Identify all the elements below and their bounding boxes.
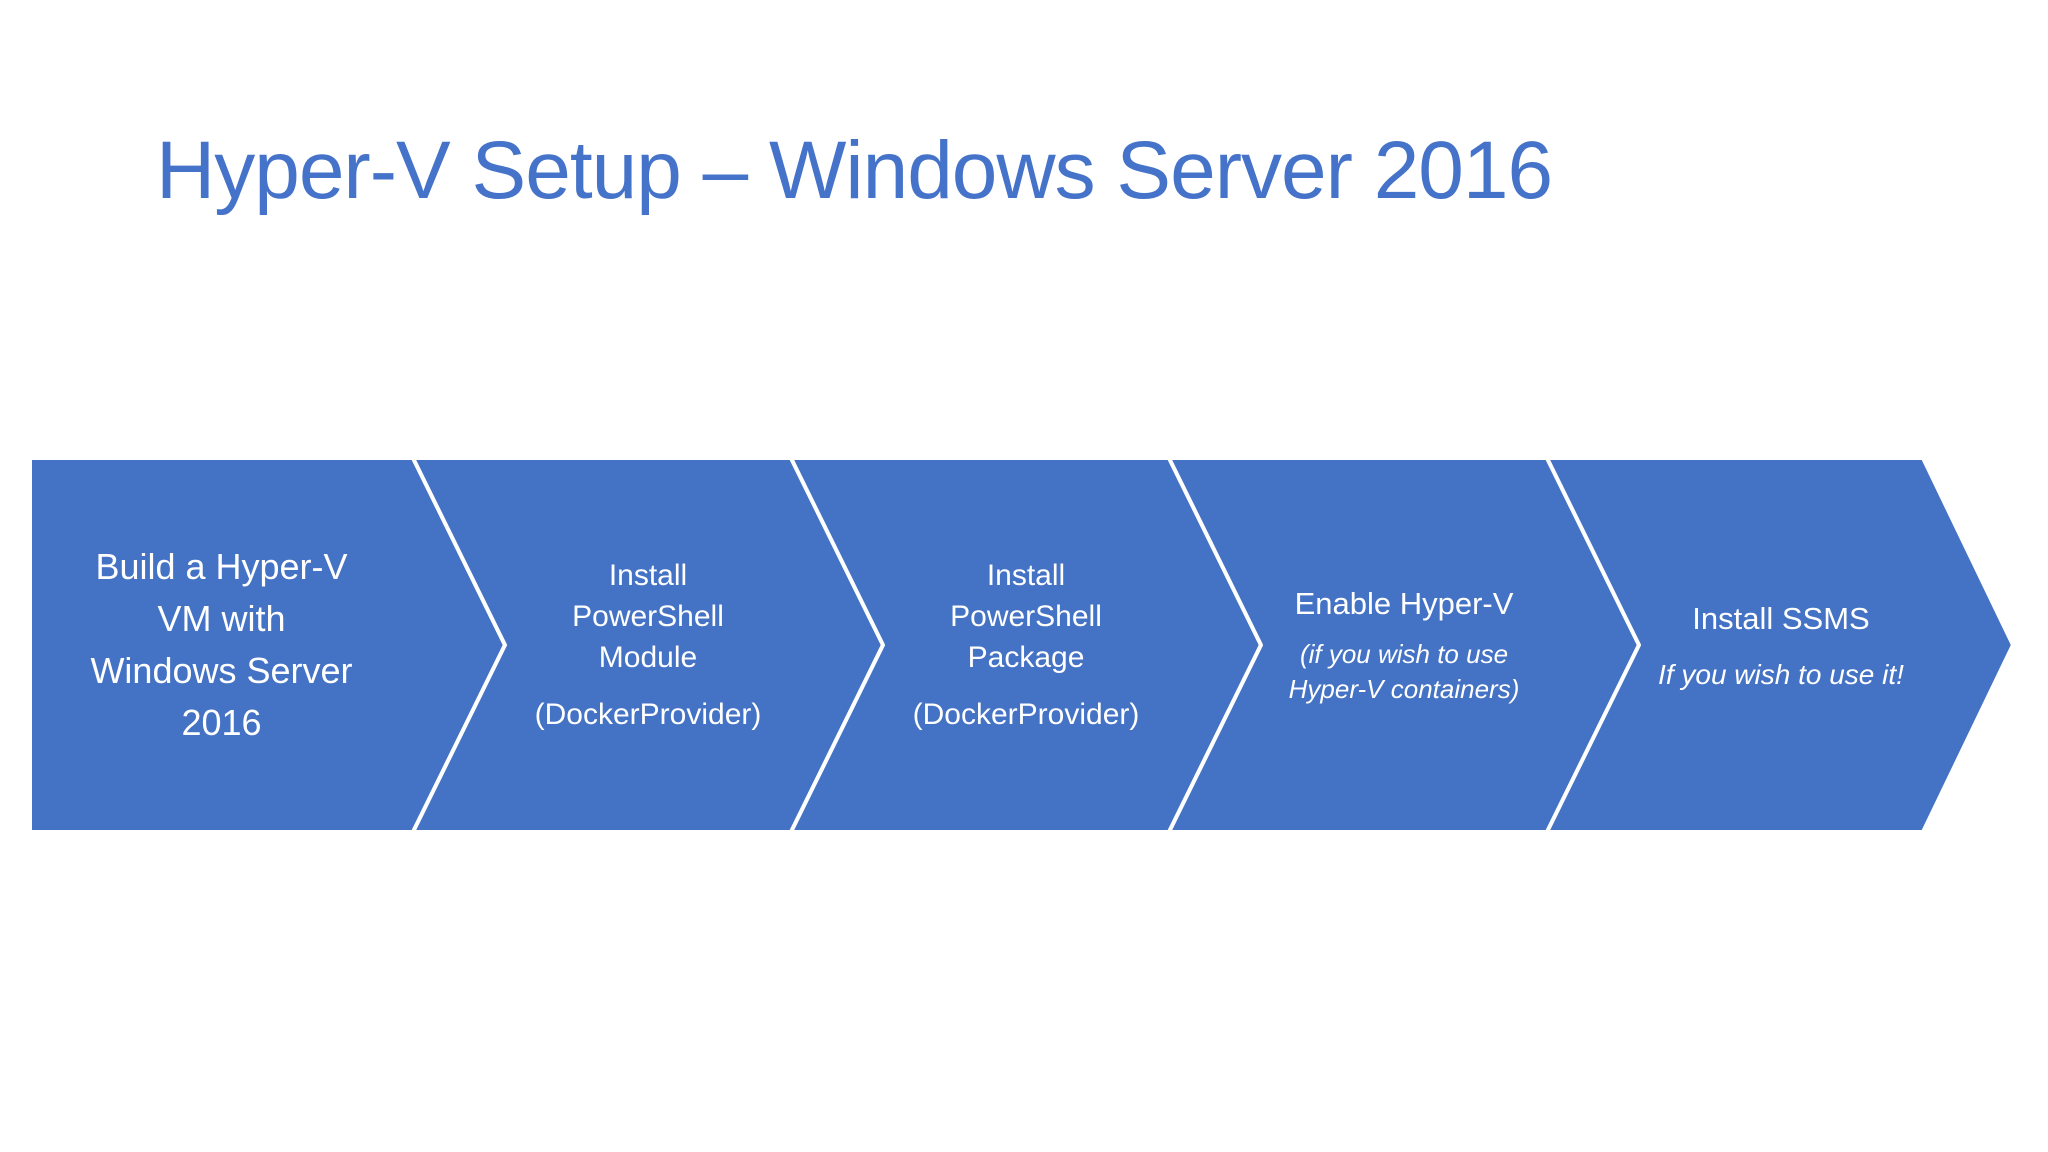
step-1-text-block: Build a Hyper-V VM with Windows Server 2… xyxy=(90,541,352,749)
step-5-note: If you wish to use it! xyxy=(1658,658,1904,690)
step-1-line-2: VM with xyxy=(157,598,286,639)
step-3-label: Install PowerShell Package (DockerProvid… xyxy=(883,458,1169,832)
step-3-heading: Install PowerShell Package xyxy=(950,555,1102,678)
step-3-heading-line-2: PowerShell xyxy=(950,600,1102,633)
chevron-step-5-shape xyxy=(1545,456,2015,834)
slide-title: Hyper-V Setup – Windows Server 2016 xyxy=(156,125,1553,216)
step-4-heading: Enable Hyper-V xyxy=(1294,585,1514,621)
step-2-label: Install PowerShell Module (DockerProvide… xyxy=(505,458,791,832)
step-1-label: Build a Hyper-V VM with Windows Server 2… xyxy=(30,458,413,832)
step-2-heading: Install PowerShell Module xyxy=(572,555,724,678)
step-3-heading-line-1: Install xyxy=(986,559,1066,592)
step-1-line-3: Windows Server xyxy=(90,650,353,691)
step-3-subheading: (DockerProvider) xyxy=(912,698,1140,731)
step-2-heading-line-1: Install xyxy=(608,559,688,592)
step-4-note-line-2: Hyper-V containers) xyxy=(1288,673,1520,704)
step-4-note: (if you wish to use Hyper-V containers) xyxy=(1289,637,1520,707)
step-4-note-line-1: (if you wish to use xyxy=(1299,638,1509,669)
step-2-heading-line-2: PowerShell xyxy=(572,600,724,633)
step-5-heading: Install SSMS xyxy=(1692,600,1870,636)
step-3-heading-line-3: Package xyxy=(967,641,1085,674)
step-5-label: Install SSMS If you wish to use it! xyxy=(1639,458,1923,832)
step-4-label: Enable Hyper-V (if you wish to use Hyper… xyxy=(1261,458,1547,832)
step-1-line-4: 2016 xyxy=(181,702,262,743)
step-2-subheading: (DockerProvider) xyxy=(534,698,762,731)
step-1-line-1: Build a Hyper-V xyxy=(95,546,348,587)
step-2-heading-line-3: Module xyxy=(598,641,698,674)
